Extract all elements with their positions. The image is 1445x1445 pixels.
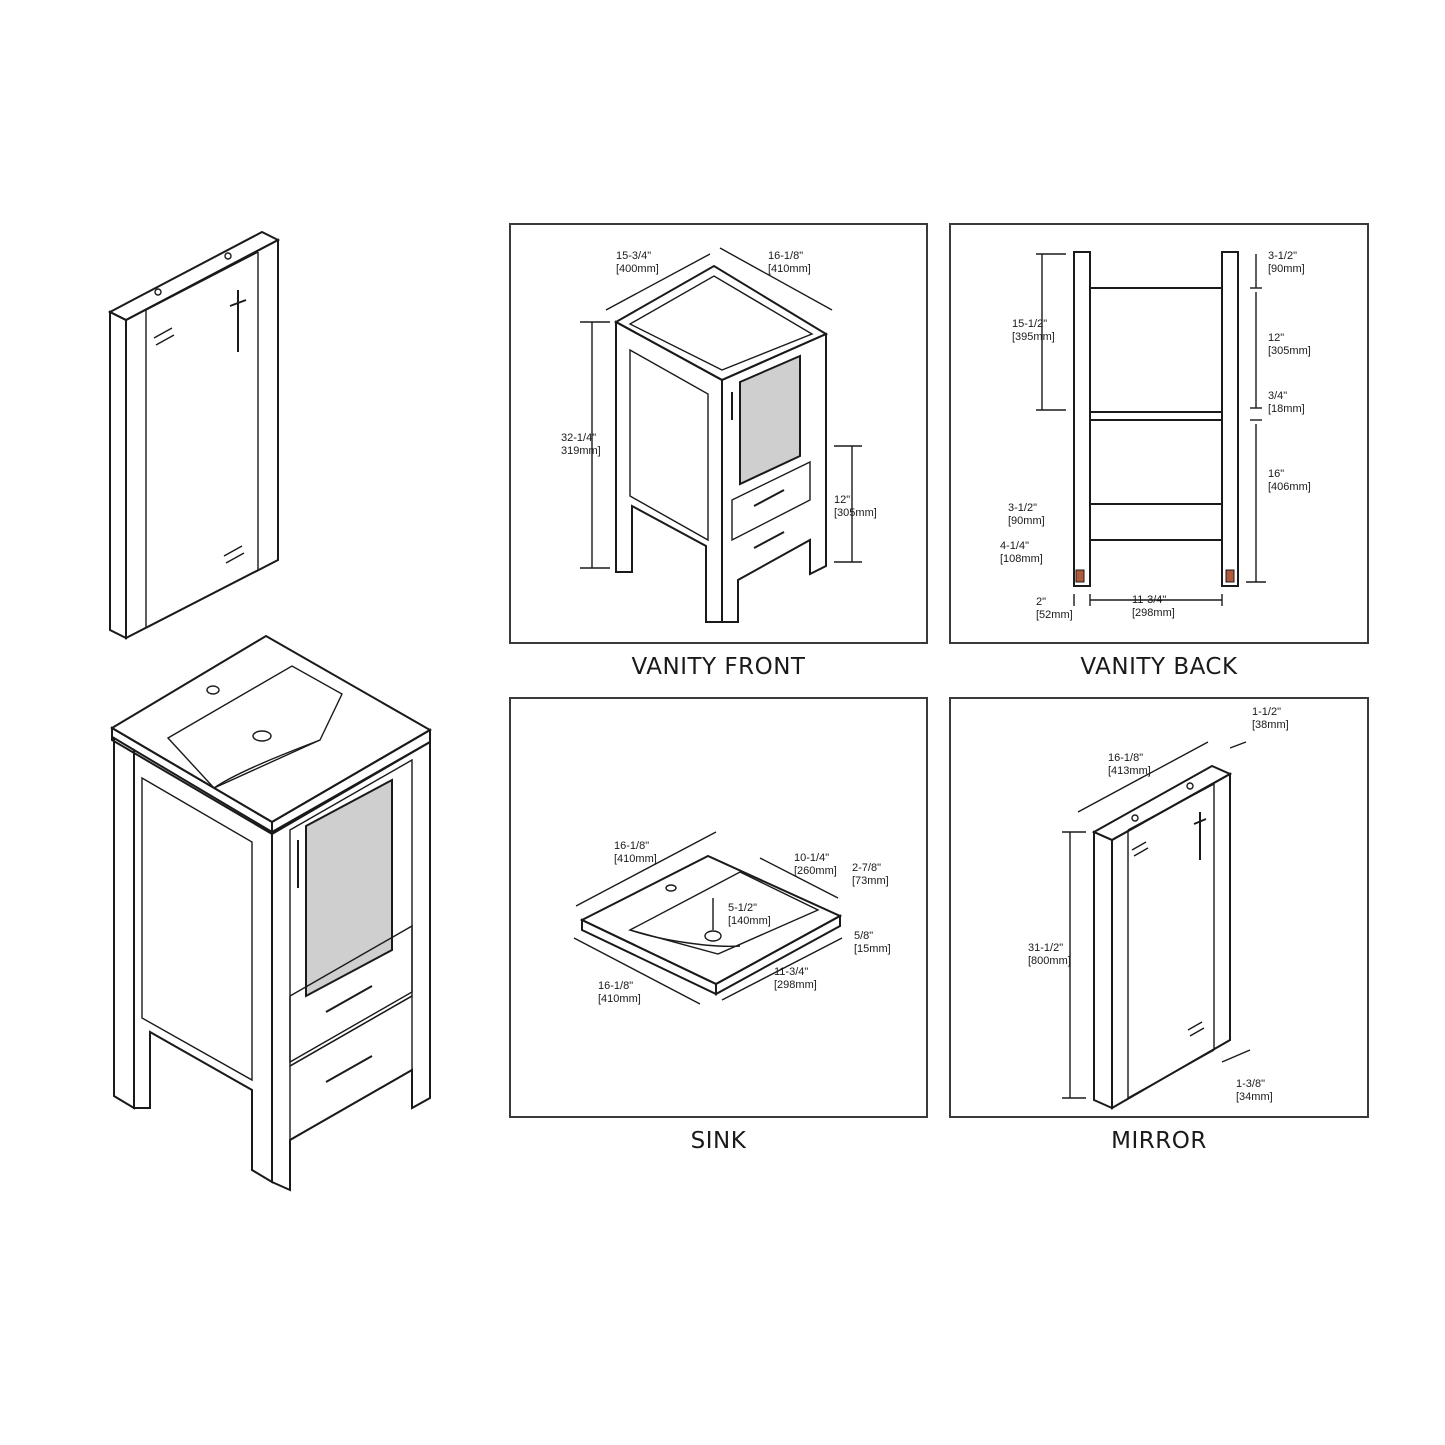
caption-mirror: MIRROR <box>1111 1128 1207 1154</box>
front-drawer-height-dim: 12"[305mm] <box>834 494 877 519</box>
back-inner-width-dim: 11-3/4"[298mm] <box>1132 594 1175 619</box>
vanity-front-panel <box>509 223 928 644</box>
front-depth-dim: 16-1/8"[410mm] <box>768 250 811 275</box>
back-top-rail-dim: 3-1/2"[90mm] <box>1268 250 1305 275</box>
back-bottom-rail-dim: 3-1/2"[90mm] <box>1008 502 1045 527</box>
sink-side-depth-dim: 11-3/4"[298mm] <box>774 966 817 991</box>
sink-back-width-dim: 16-1/8"[410mm] <box>614 840 657 865</box>
sink-thickness-dim: 5/8"[15mm] <box>854 930 891 955</box>
front-width-dim: 15-3/4"[400mm] <box>616 250 659 275</box>
back-shelf-dim: 3/4"[18mm] <box>1268 390 1305 415</box>
mirror-frame-dim: 1-3/8"[34mm] <box>1236 1078 1273 1103</box>
mirror-height-dim: 31-1/2"[800mm] <box>1028 942 1071 967</box>
back-leg-dim: 2"[52mm] <box>1036 596 1073 621</box>
mirror-width-dim: 16-1/8"[413mm] <box>1108 752 1151 777</box>
caption-vanity-front: VANITY FRONT <box>631 654 806 680</box>
sink-front-width-dim: 16-1/8"[410mm] <box>598 980 641 1005</box>
sink-rim-dim: 2-7/8"[73mm] <box>852 862 889 887</box>
caption-sink: SINK <box>690 1128 747 1154</box>
sink-panel <box>509 697 928 1118</box>
back-rail-to-floor-dim: 4-1/4"[108mm] <box>1000 540 1043 565</box>
caption-vanity-back: VANITY BACK <box>1080 654 1238 680</box>
mirror-thickness-dim: 1-1/2"[38mm] <box>1252 706 1289 731</box>
sink-bowl-depth-dim: 10-1/4"[260mm] <box>794 852 837 877</box>
front-height-dim: 32-1/4"319mm] <box>561 432 601 457</box>
back-lower-gap-dim: 16"[406mm] <box>1268 468 1311 493</box>
vanity-back-panel <box>949 223 1369 644</box>
back-upper-gap-dim: 12"[305mm] <box>1268 332 1311 357</box>
back-upper-opening-dim: 15-1/2"[395mm] <box>1012 318 1055 343</box>
mirror-panel <box>949 697 1369 1118</box>
sink-bowl-width-dim: 5-1/2"[140mm] <box>728 902 771 927</box>
